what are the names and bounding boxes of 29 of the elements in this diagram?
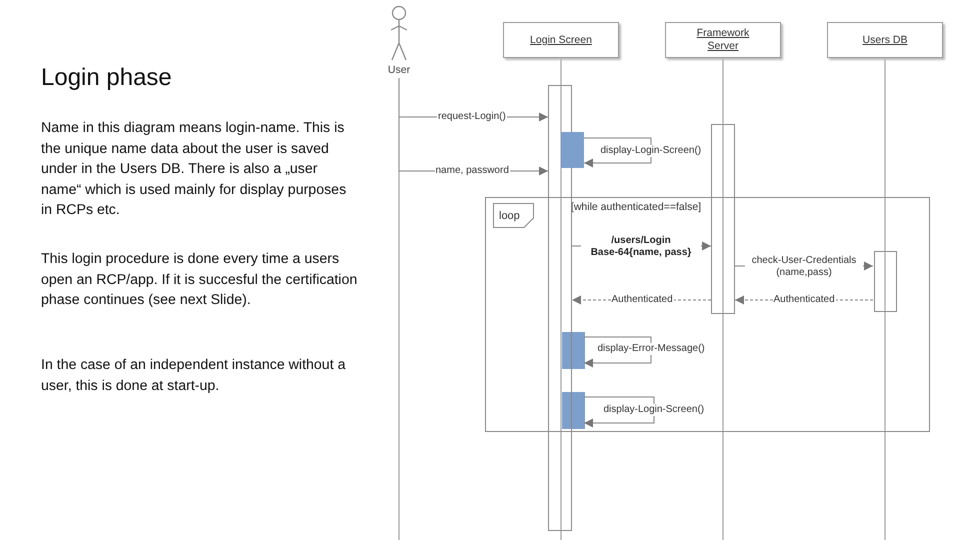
body-paragraph: This login procedure is done every time a users open an RCP/app. If it is succesful the certification phase continues (see next Slide). xyxy=(41,250,358,310)
activation-bar xyxy=(874,251,897,312)
loop-tab: loop xyxy=(493,203,534,228)
message-label: name, password xyxy=(434,165,510,177)
participant-name: Login Screen xyxy=(529,34,593,46)
message-label: display-Login-Screen() xyxy=(602,404,706,416)
participant-name: Framework Server xyxy=(696,27,750,53)
activation-bar xyxy=(561,132,584,168)
message-label: display-Error-Message() xyxy=(596,343,706,355)
slide-title: Login phase xyxy=(41,64,172,92)
message-label: /users/Login Base-64{name, pass} xyxy=(581,235,701,259)
self-message-arrow xyxy=(584,396,654,428)
message-label: request-Login() xyxy=(437,111,507,123)
loop-frame xyxy=(485,197,930,432)
participant-box xyxy=(665,22,781,58)
participant-box xyxy=(827,22,943,58)
message-label: check-User-Credentials (name,pass) xyxy=(745,255,863,279)
activation-bar xyxy=(548,85,572,531)
participant-name: Users DB xyxy=(862,34,908,46)
self-message-arrow xyxy=(584,138,652,168)
body-paragraph: In the case of an independent instance without a user, this is done at start-up. xyxy=(41,356,346,396)
activation-bar xyxy=(711,124,735,314)
actor-name: User xyxy=(386,64,412,76)
activation-bar xyxy=(562,392,585,429)
activation-bar xyxy=(562,332,585,369)
self-message-arrow xyxy=(584,336,652,368)
participant-box xyxy=(503,22,619,58)
message-label: display-Login-Screen() xyxy=(600,145,702,157)
body-paragraph: Name in this diagram means login-name. This is the unique name data about the user is saved under in the Users DB. There is also a „user name“ which is used mainly for display purposes in RCPs etc. xyxy=(41,119,348,220)
